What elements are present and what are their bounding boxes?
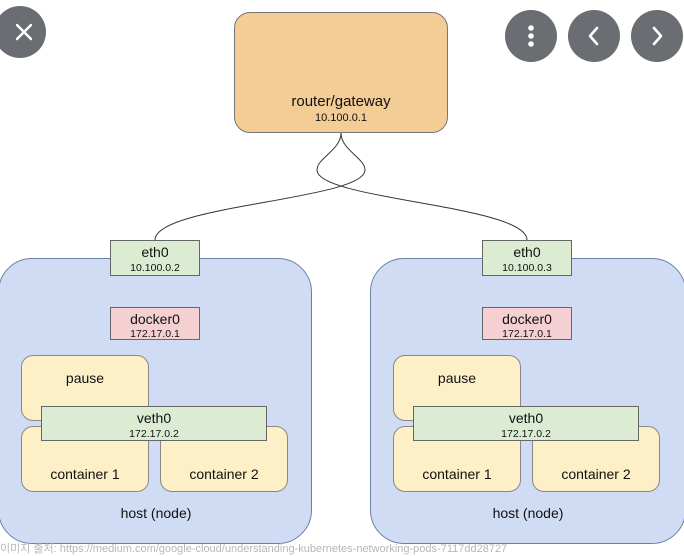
eth0-ip: 10.100.0.2 — [130, 262, 180, 274]
docker0-box-1: docker0 172.17.0.1 — [110, 307, 200, 340]
next-image-button[interactable] — [631, 10, 683, 62]
pause-label: pause — [65, 370, 105, 386]
veth0-name: veth0 — [136, 410, 172, 426]
veth0-name: veth0 — [508, 410, 544, 426]
router-name: router/gateway — [291, 93, 391, 110]
image-source-caption: 이미지 출처: https://medium.com/google-cloud/… — [0, 543, 508, 555]
container-1-label: container 1 — [50, 466, 120, 482]
eth0-name: eth0 — [513, 244, 541, 260]
eth0-name: eth0 — [141, 244, 169, 260]
eth0-ip: 10.100.0.3 — [502, 262, 552, 274]
docker0-box-2: docker0 172.17.0.1 — [482, 307, 572, 340]
close-button[interactable] — [0, 6, 46, 58]
host-label-1: host (node) — [120, 505, 192, 521]
veth0-box-2: veth0 172.17.0.2 — [413, 406, 639, 441]
docker0-ip: 172.17.0.1 — [502, 328, 552, 340]
more-vertical-icon — [528, 25, 534, 47]
router-ip: 10.100.0.1 — [315, 112, 367, 124]
chevron-left-icon — [588, 26, 599, 46]
docker0-name: docker0 — [130, 311, 180, 327]
docker0-name: docker0 — [502, 311, 552, 327]
container-2-label: container 2 — [561, 466, 631, 482]
docker0-ip: 172.17.0.1 — [130, 328, 180, 340]
pause-label: pause — [437, 370, 477, 386]
eth0-box-2: eth0 10.100.0.3 — [482, 240, 572, 276]
router-gateway-box: router/gateway 10.100.0.1 — [234, 12, 448, 133]
container-1-label: container 1 — [422, 466, 492, 482]
container-2-label: container 2 — [189, 466, 259, 482]
veth0-ip: 172.17.0.2 — [129, 428, 179, 440]
close-icon — [15, 23, 33, 41]
chevron-right-icon — [652, 26, 663, 46]
host-label-2: host (node) — [492, 505, 564, 521]
veth0-ip: 172.17.0.2 — [501, 428, 551, 440]
previous-image-button[interactable] — [568, 10, 620, 62]
more-options-button[interactable] — [505, 10, 557, 62]
eth0-box-1: eth0 10.100.0.2 — [110, 240, 200, 276]
veth0-box-1: veth0 172.17.0.2 — [41, 406, 267, 441]
